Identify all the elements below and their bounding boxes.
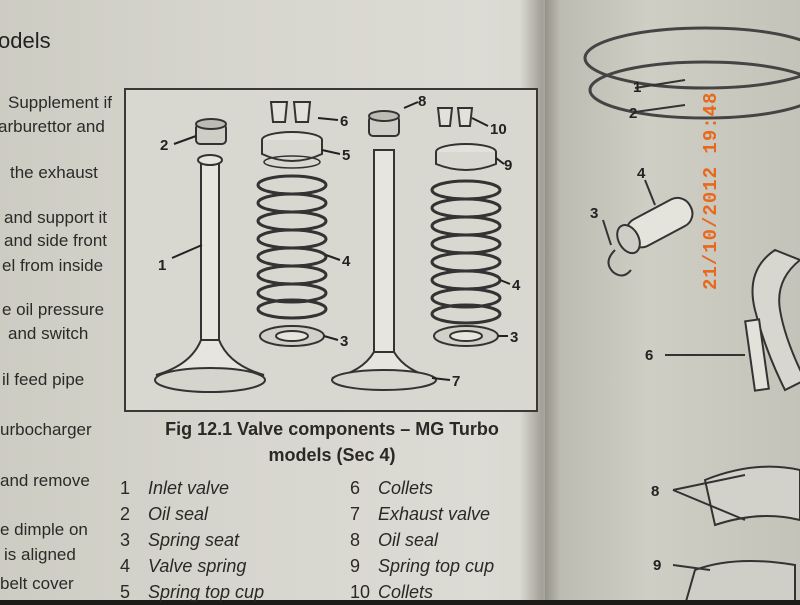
text-line: and remove — [0, 471, 90, 491]
text-line: is aligned — [4, 545, 76, 565]
right-page: 1 2 4 3 6 8 9 — [545, 0, 800, 600]
callout-8: 8 — [418, 93, 426, 110]
left-column-text: Supplement if arburettor and the exhaust… — [0, 0, 140, 600]
text-line: arburettor and — [0, 117, 105, 137]
caption-line-1: Fig 12.1 Valve components – MG Turbo — [142, 416, 522, 442]
caption-line-2: models (Sec 4) — [142, 442, 522, 468]
text-line: e oil pressure — [2, 300, 104, 320]
text-line: el from inside — [2, 256, 103, 276]
collets-inlet — [271, 102, 310, 122]
spring-top-cup-inlet — [262, 132, 322, 168]
spring-seat-inlet — [260, 326, 324, 346]
spring-seat-exhaust — [434, 326, 498, 346]
callout-5: 5 — [342, 147, 350, 164]
rp-callout-8: 8 — [651, 483, 659, 500]
bearing-shell — [685, 561, 795, 600]
text-line: and side front — [4, 231, 107, 251]
inlet-valve — [155, 155, 265, 392]
oil-seal-exhaust — [369, 111, 399, 136]
camera-timestamp: 21/10/2012 19:48 — [700, 80, 740, 290]
circlip — [608, 250, 631, 276]
oil-seal-inlet — [196, 119, 226, 144]
text-line: e dimple on — [0, 520, 88, 540]
piston-ring-2 — [590, 62, 800, 118]
spring-top-cup-exhaust — [436, 144, 496, 170]
valve-diagram: 1 2 3 4 5 6 7 8 9 10 4 3 — [126, 90, 536, 410]
callout-4-exhaust: 4 — [512, 277, 521, 294]
text-line: and switch — [8, 324, 88, 344]
callout-2: 2 — [160, 137, 168, 154]
callout-9: 9 — [504, 157, 512, 174]
rp-callout-1: 1 — [633, 79, 641, 96]
rp-callout-9: 9 — [653, 557, 661, 574]
big-end-cap — [705, 467, 800, 525]
rp-callout-6: 6 — [645, 347, 653, 364]
collets-exhaust — [438, 108, 472, 126]
right-page-diagram: 1 2 4 3 6 8 9 — [545, 0, 800, 600]
callout-10: 10 — [490, 121, 507, 138]
text-line: and support it — [4, 208, 107, 228]
text-line: the exhaust — [10, 163, 98, 183]
callout-3-inlet: 3 — [340, 333, 348, 350]
callout-3-exhaust: 3 — [510, 329, 518, 346]
valve-spring-exhaust — [432, 181, 500, 323]
text-line: Supplement if — [8, 93, 112, 113]
piston-ring-1 — [585, 28, 800, 88]
callout-6: 6 — [340, 113, 348, 130]
text-line: urbocharger — [0, 420, 92, 440]
text-line: belt cover — [0, 574, 74, 594]
text-line: il feed pipe — [2, 370, 84, 390]
rp-callout-2: 2 — [629, 105, 637, 122]
callout-1: 1 — [158, 257, 166, 274]
rp-callout-3: 3 — [590, 205, 598, 222]
figure-caption: Fig 12.1 Valve components – MG Turbo mod… — [142, 416, 522, 468]
exhaust-valve — [332, 150, 436, 390]
valve-spring-inlet — [258, 176, 326, 318]
rp-callout-4: 4 — [637, 165, 646, 182]
callout-7: 7 — [452, 373, 460, 390]
valve-figure: 1 2 3 4 5 6 7 8 9 10 4 3 — [124, 88, 538, 412]
callout-4-inlet: 4 — [342, 253, 351, 270]
